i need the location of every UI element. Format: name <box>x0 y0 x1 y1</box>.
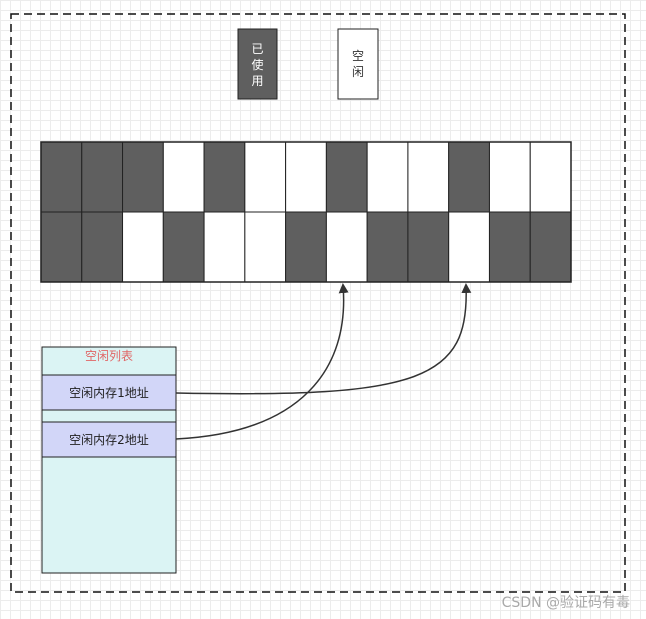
memory-block-free <box>448 211 490 283</box>
memory-block-used <box>488 211 531 283</box>
free-list-entry-1-label: 空闲内存1地址 <box>69 386 149 400</box>
free-list-title: 空闲列表 <box>85 349 133 363</box>
memory-block-used <box>40 141 83 213</box>
legend-free-box <box>337 28 379 100</box>
memory-block-used <box>407 211 450 283</box>
memory-block-used <box>203 141 246 213</box>
free-list: 空闲列表 空闲内存1地址 空闲内存2地址 <box>41 346 177 574</box>
memory-block-used <box>122 141 164 213</box>
memory-block-used <box>40 211 83 283</box>
memory-block-free <box>488 141 531 213</box>
memory-block-used <box>325 141 368 213</box>
legend-used-box <box>237 28 278 100</box>
memory-block-used <box>448 141 490 213</box>
memory-block-free <box>162 141 205 213</box>
free-list-entry-1 <box>41 374 177 411</box>
pointer-arrow-2 <box>175 283 349 440</box>
memory-block-free <box>366 141 409 213</box>
memory-block-used <box>529 211 572 283</box>
memory-grid <box>40 141 572 283</box>
memory-block-free <box>244 141 287 213</box>
memory-block-free <box>529 141 572 213</box>
legend-used-char-3: 用 <box>251 74 263 88</box>
legend-used-char-1: 已 <box>251 42 263 56</box>
free-list-entry-2 <box>41 421 177 458</box>
memory-block-used <box>366 211 409 283</box>
memory-block-used <box>285 211 327 283</box>
memory-block-free <box>122 211 164 283</box>
legend-used-char-2: 使 <box>251 57 263 72</box>
memory-block-used <box>81 211 124 283</box>
memory-block-free <box>244 211 287 283</box>
memory-block-free <box>285 141 327 213</box>
container-border <box>10 13 626 593</box>
legend-free-char-2: 闲 <box>352 65 364 79</box>
memory-block-free <box>407 141 450 213</box>
pointer-arrow-1 <box>175 283 472 395</box>
legend-free-char-1: 空 <box>352 49 364 63</box>
memory-block-used <box>81 141 124 213</box>
memory-grid-outline <box>40 141 572 283</box>
memory-block-used <box>162 211 205 283</box>
legend: 已 使 用 空 闲 <box>237 28 379 100</box>
memory-block-free <box>203 211 246 283</box>
memory-block-free <box>325 211 368 283</box>
watermark: CSDN @验证码有毒 <box>502 595 630 611</box>
free-list-entry-2-label: 空闲内存2地址 <box>69 433 149 447</box>
